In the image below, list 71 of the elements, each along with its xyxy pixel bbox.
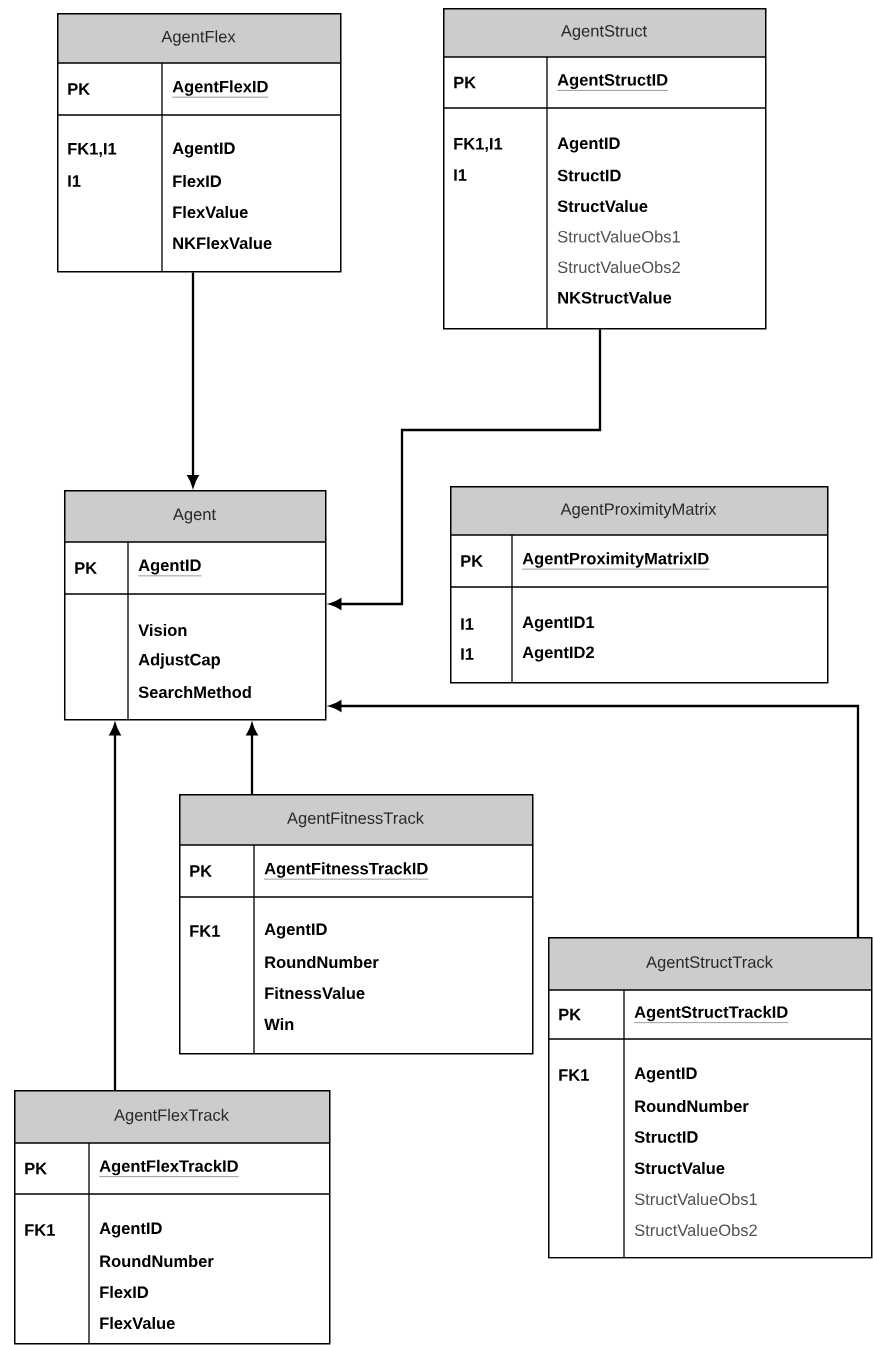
- entity-table: [63, 490, 327, 721]
- key-label: PK: [454, 76, 476, 89]
- field-name: FlexValue: [100, 1316, 175, 1330]
- key-label: PK: [559, 1008, 581, 1021]
- key-label: FK1: [190, 925, 220, 937]
- field-name: StructID: [557, 169, 621, 182]
- primary-key-field: AgentID: [138, 559, 202, 577]
- entity-table: [56, 13, 342, 273]
- field-name: SearchMethod: [138, 685, 251, 699]
- field-name: AgentID: [634, 1067, 697, 1083]
- entity-table: [442, 8, 767, 330]
- table-header: AgentStruct: [560, 25, 647, 40]
- key-label: PK: [68, 83, 90, 95]
- key-label: I1: [68, 175, 81, 187]
- field-name: FlexID: [173, 174, 222, 188]
- field-name: StructValueObs1: [557, 230, 680, 243]
- primary-key-field: AgentFitnessTrackID: [264, 862, 429, 880]
- key-label: FK1,I1: [454, 138, 503, 152]
- entity-table: [547, 937, 873, 1259]
- field-name: StructValueObs1: [634, 1192, 757, 1206]
- table-header: AgentFlex: [161, 30, 236, 46]
- field-name: StructID: [634, 1131, 698, 1143]
- primary-key-field: AgentStructTrackID: [634, 1005, 789, 1023]
- table-header: AgentProximityMatrix: [560, 502, 717, 519]
- field-name: AgentID: [264, 923, 327, 939]
- field-name: Win: [264, 1018, 294, 1030]
- entity-table: [178, 794, 534, 1055]
- field-name: FlexValue: [173, 205, 248, 219]
- primary-key-field: AgentProximityMatrixID: [522, 552, 710, 570]
- key-label: PK: [461, 555, 483, 567]
- entity-table: [13, 1090, 331, 1345]
- field-name: AgentID: [557, 137, 620, 153]
- field-name: Vision: [138, 623, 187, 637]
- key-label: I1: [461, 648, 474, 660]
- table-header: AgentFlexTrack: [114, 1108, 229, 1125]
- key-label: FK1: [25, 1224, 55, 1236]
- field-name: AgentID: [99, 1222, 162, 1238]
- field-name: RoundNumber: [635, 1099, 749, 1113]
- field-name: AdjustCap: [138, 653, 220, 669]
- field-name: AgentID: [172, 142, 235, 158]
- key-label: PK: [25, 1162, 47, 1175]
- field-name: AgentID2: [522, 646, 594, 662]
- field-name: FitnessValue: [265, 986, 365, 1000]
- entity-table: [449, 486, 829, 684]
- table-header: AgentFitnessTrack: [287, 811, 424, 828]
- key-label: PK: [75, 562, 97, 574]
- primary-key-field: AgentFlexID: [172, 80, 269, 98]
- field-name: AgentID1: [522, 616, 595, 632]
- field-name: RoundNumber: [100, 1254, 214, 1268]
- key-label: PK: [190, 865, 212, 877]
- field-name: StructValueObs2: [557, 260, 680, 274]
- arrow: [187, 272, 199, 487]
- field-name: NKStructValue: [558, 291, 672, 304]
- field-name: StructValue: [557, 199, 648, 213]
- primary-key-field: AgentFlexTrackID: [99, 1159, 239, 1177]
- table-header: AgentStructTrack: [646, 955, 773, 972]
- key-label: FK1: [559, 1069, 589, 1081]
- field-name: NKFlexValue: [173, 236, 272, 250]
- arrow: [246, 723, 258, 794]
- table-header: Agent: [172, 508, 216, 524]
- field-name: RoundNumber: [265, 955, 379, 969]
- key-label: I1: [461, 618, 474, 630]
- key-label: I1: [454, 169, 467, 181]
- key-label: FK1,I1: [68, 143, 117, 157]
- field-name: FlexID: [100, 1285, 149, 1299]
- field-name: StructValue: [634, 1161, 725, 1175]
- field-name: StructValueObs2: [634, 1223, 757, 1237]
- arrow: [109, 723, 121, 1090]
- primary-key-field: AgentStructID: [557, 74, 669, 91]
- arrow: [329, 700, 860, 937]
- arrow: [329, 329, 602, 610]
